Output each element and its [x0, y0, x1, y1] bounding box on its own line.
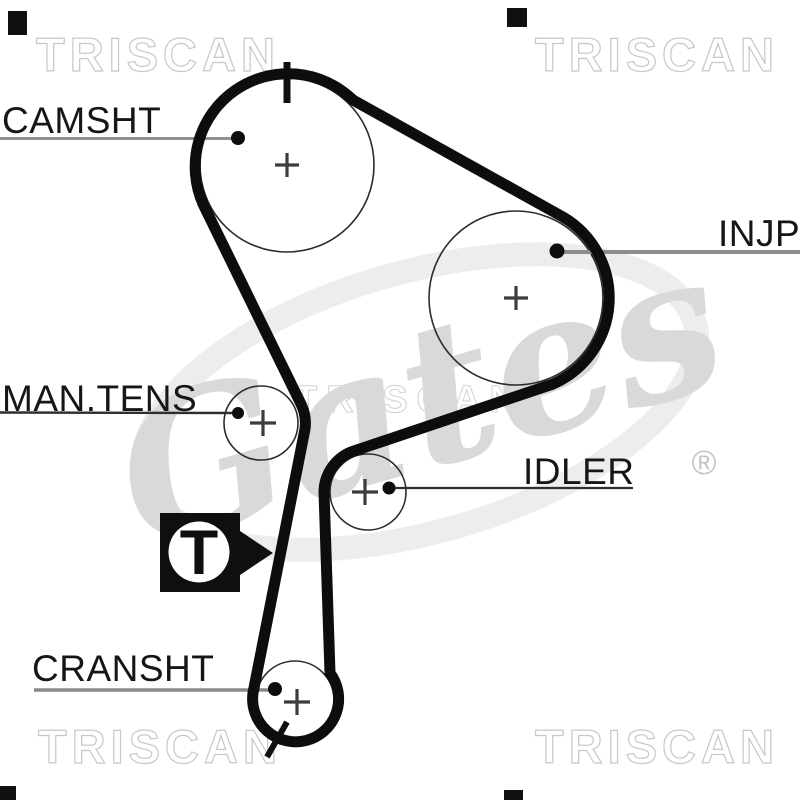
watermark-triscan-bottom-right: TRISCAN	[534, 719, 779, 773]
leader-dot-injection-pump	[549, 243, 565, 259]
leader-dot-crankshaft	[268, 682, 282, 696]
center-cross-crankshaft	[284, 689, 310, 715]
gates-swoosh-ellipse	[130, 242, 710, 562]
watermark-triscan-top-right: TRISCAN	[534, 27, 779, 81]
label-injection-pump: INJP	[718, 213, 800, 254]
leader-dot-camshaft	[231, 131, 245, 145]
label-manual-tensioner: MAN.TENS	[2, 378, 198, 419]
watermark-triscan-top-left: TRISCAN	[35, 27, 280, 81]
t-direction-icon: T	[160, 513, 273, 592]
leader-dot-idler	[382, 481, 396, 495]
leader-dot-manual-tensioner	[232, 407, 244, 419]
t-icon-letter: T	[180, 518, 218, 588]
label-camshaft: CAMSHT	[2, 100, 162, 141]
watermark-triscan-bottom-left: TRISCAN	[37, 719, 282, 773]
belt-path	[189, 68, 615, 748]
timing-mark-camshaft-top	[283, 62, 291, 103]
t-icon-arrow	[240, 531, 273, 575]
registration-mark-bottom-center	[504, 790, 523, 800]
registration-mark-top-left	[8, 11, 27, 35]
leader-line-manual-tensioner	[0, 411, 239, 415]
registration-mark-top-center	[507, 8, 527, 27]
center-cross-injection-pump	[504, 286, 528, 310]
idler-pulley	[329, 453, 407, 531]
center-cross-camshaft	[275, 153, 299, 177]
registered-trademark-symbol: ®	[691, 444, 716, 482]
center-cross-manual-tensioner	[250, 410, 276, 436]
manual-tensioner-pulley	[223, 385, 299, 461]
label-idler: IDLER	[523, 451, 635, 492]
center-cross-idler	[352, 479, 378, 505]
injection-pump-pulley	[428, 210, 604, 386]
timing-mark-crankshaft-bottom	[264, 720, 290, 759]
t-icon-circle	[168, 521, 230, 583]
label-crankshaft: CRANSHT	[32, 648, 215, 689]
registration-mark-bottom-left	[0, 786, 16, 800]
